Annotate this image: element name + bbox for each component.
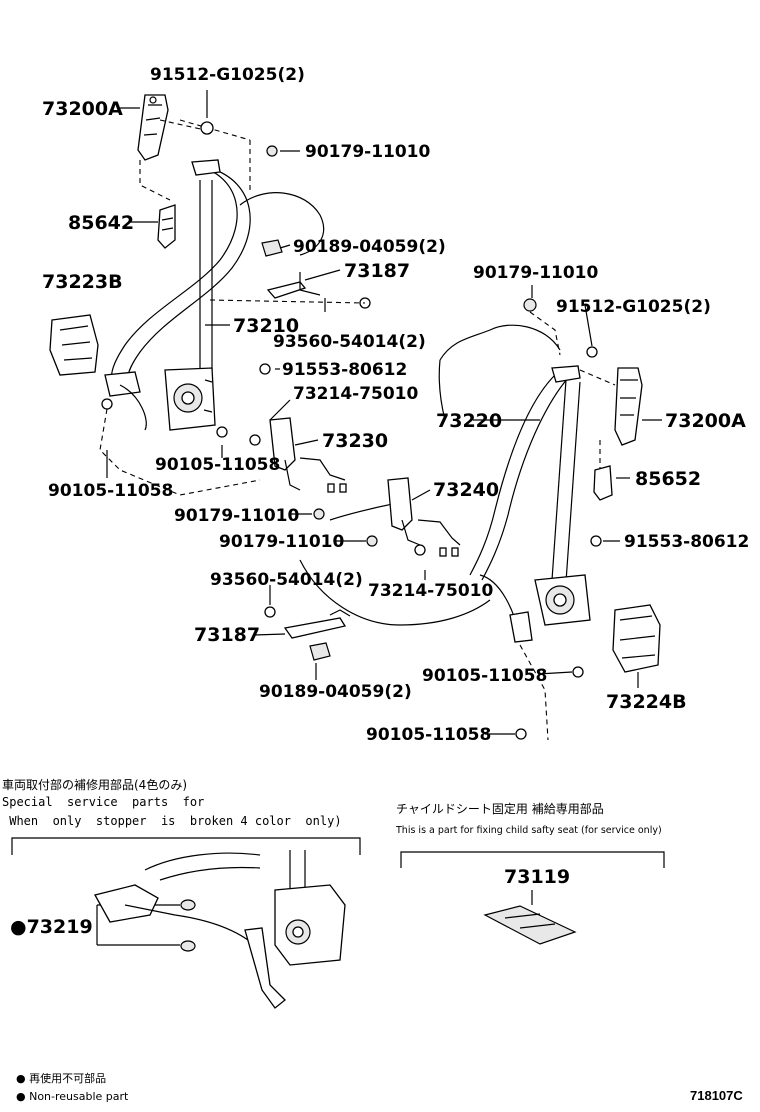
retractor-right: [534, 574, 591, 626]
label-93560-top: 93560-54014(2): [273, 332, 426, 352]
label-90189-top: 90189-04059(2): [293, 237, 446, 257]
inset-right-title-jp: チャイルドシート固定用 補給専用部品: [396, 801, 604, 816]
adjuster-85652: [593, 465, 613, 501]
label-73214-top: 73214-75010: [293, 384, 419, 404]
bolt-91512-top: [200, 90, 214, 135]
bolt-90105-lower-left: [99, 398, 261, 496]
buckle-73240: [387, 477, 461, 557]
bolt-93560-bottom: [264, 606, 276, 618]
inset-left-title-jp: 車両取付部の補修用部品(4色のみ): [2, 777, 187, 792]
adjuster-85642: [157, 204, 176, 249]
clip-90189-top: [261, 239, 283, 257]
label-73187-top: 73187: [344, 260, 410, 282]
inset-left-illustration: [94, 850, 346, 1009]
label-90105-d: 90105-11058: [366, 725, 491, 745]
label-73210: 73210: [233, 315, 299, 337]
label-90105-b: 90105-11058: [48, 481, 173, 501]
bolt-91553-right: [590, 535, 602, 547]
label-73223b: 73223B: [42, 271, 123, 293]
anchor-73200a-left: [137, 94, 169, 161]
bolt-90105-right-b: [515, 728, 527, 740]
label-73220: 73220: [436, 410, 502, 432]
label-90179-mid: 90179-11010: [174, 506, 300, 526]
label-93560-bottom: 93560-54014(2): [210, 570, 363, 590]
legend-en: ● Non-reusable part: [16, 1090, 129, 1103]
cover-73223b: [49, 314, 99, 376]
label-73187-bottom: 73187: [194, 624, 260, 646]
label-91512-right: 91512-G1025(2): [556, 297, 711, 317]
label-85642: 85642: [68, 212, 134, 234]
inset-left-line1: Special service parts for: [2, 795, 204, 809]
bolt-93560-top: [209, 297, 371, 309]
clip-90189-bottom: [309, 642, 331, 661]
bracket-73187-bottom: [283, 609, 351, 639]
nut-90179-mid: [313, 508, 325, 520]
label-73230: 73230: [322, 430, 388, 452]
legend-jp: ● 再使用不可部品: [16, 1071, 106, 1085]
label-90179-mid2: 90179-11010: [219, 532, 345, 552]
label-90189-bottom: 90189-04059(2): [259, 682, 412, 702]
cover-73224b: [612, 604, 661, 673]
plate-73119: [483, 905, 577, 945]
nut-90179-right: [523, 298, 537, 312]
retractor-left: [164, 367, 216, 431]
bolt-91512-right: [586, 346, 598, 358]
label-91512-top: 91512-G1025(2): [150, 65, 305, 85]
label-73214-bottom: 73214-75010: [368, 581, 494, 601]
reference-code: 718107C: [690, 1088, 743, 1103]
label-91553-right: 91553-80612: [624, 532, 749, 552]
label-90105-a: 90105-11058: [155, 455, 280, 475]
bolt-90105-right-a: [572, 666, 584, 678]
label-90105-c: 90105-11058: [422, 666, 547, 686]
label-85652: 85652: [635, 468, 701, 490]
nut-90179-top: [266, 145, 300, 157]
label-73200a-left: 73200A: [42, 98, 123, 120]
bracket-73187-top: [266, 272, 321, 299]
buckle-73230: [269, 417, 347, 493]
label-73200a-right: 73200A: [665, 410, 746, 432]
label-90179-top: 90179-11010: [305, 142, 431, 162]
label-73219: ●73219: [10, 916, 93, 938]
label-73240: 73240: [433, 479, 499, 501]
anchor-73200a-right: [614, 367, 643, 446]
label-73119: 73119: [504, 866, 570, 888]
label-91553-left: 91553-80612: [282, 360, 407, 380]
inset-right-line1: This is a part for fixing child safty se…: [395, 825, 662, 836]
bolt-91553-left: [259, 363, 271, 375]
label-90179-right: 90179-11010: [473, 263, 599, 283]
label-73224b: 73224B: [606, 691, 687, 713]
inset-left-line2: When only stopper is broken 4 color only…: [2, 814, 342, 828]
